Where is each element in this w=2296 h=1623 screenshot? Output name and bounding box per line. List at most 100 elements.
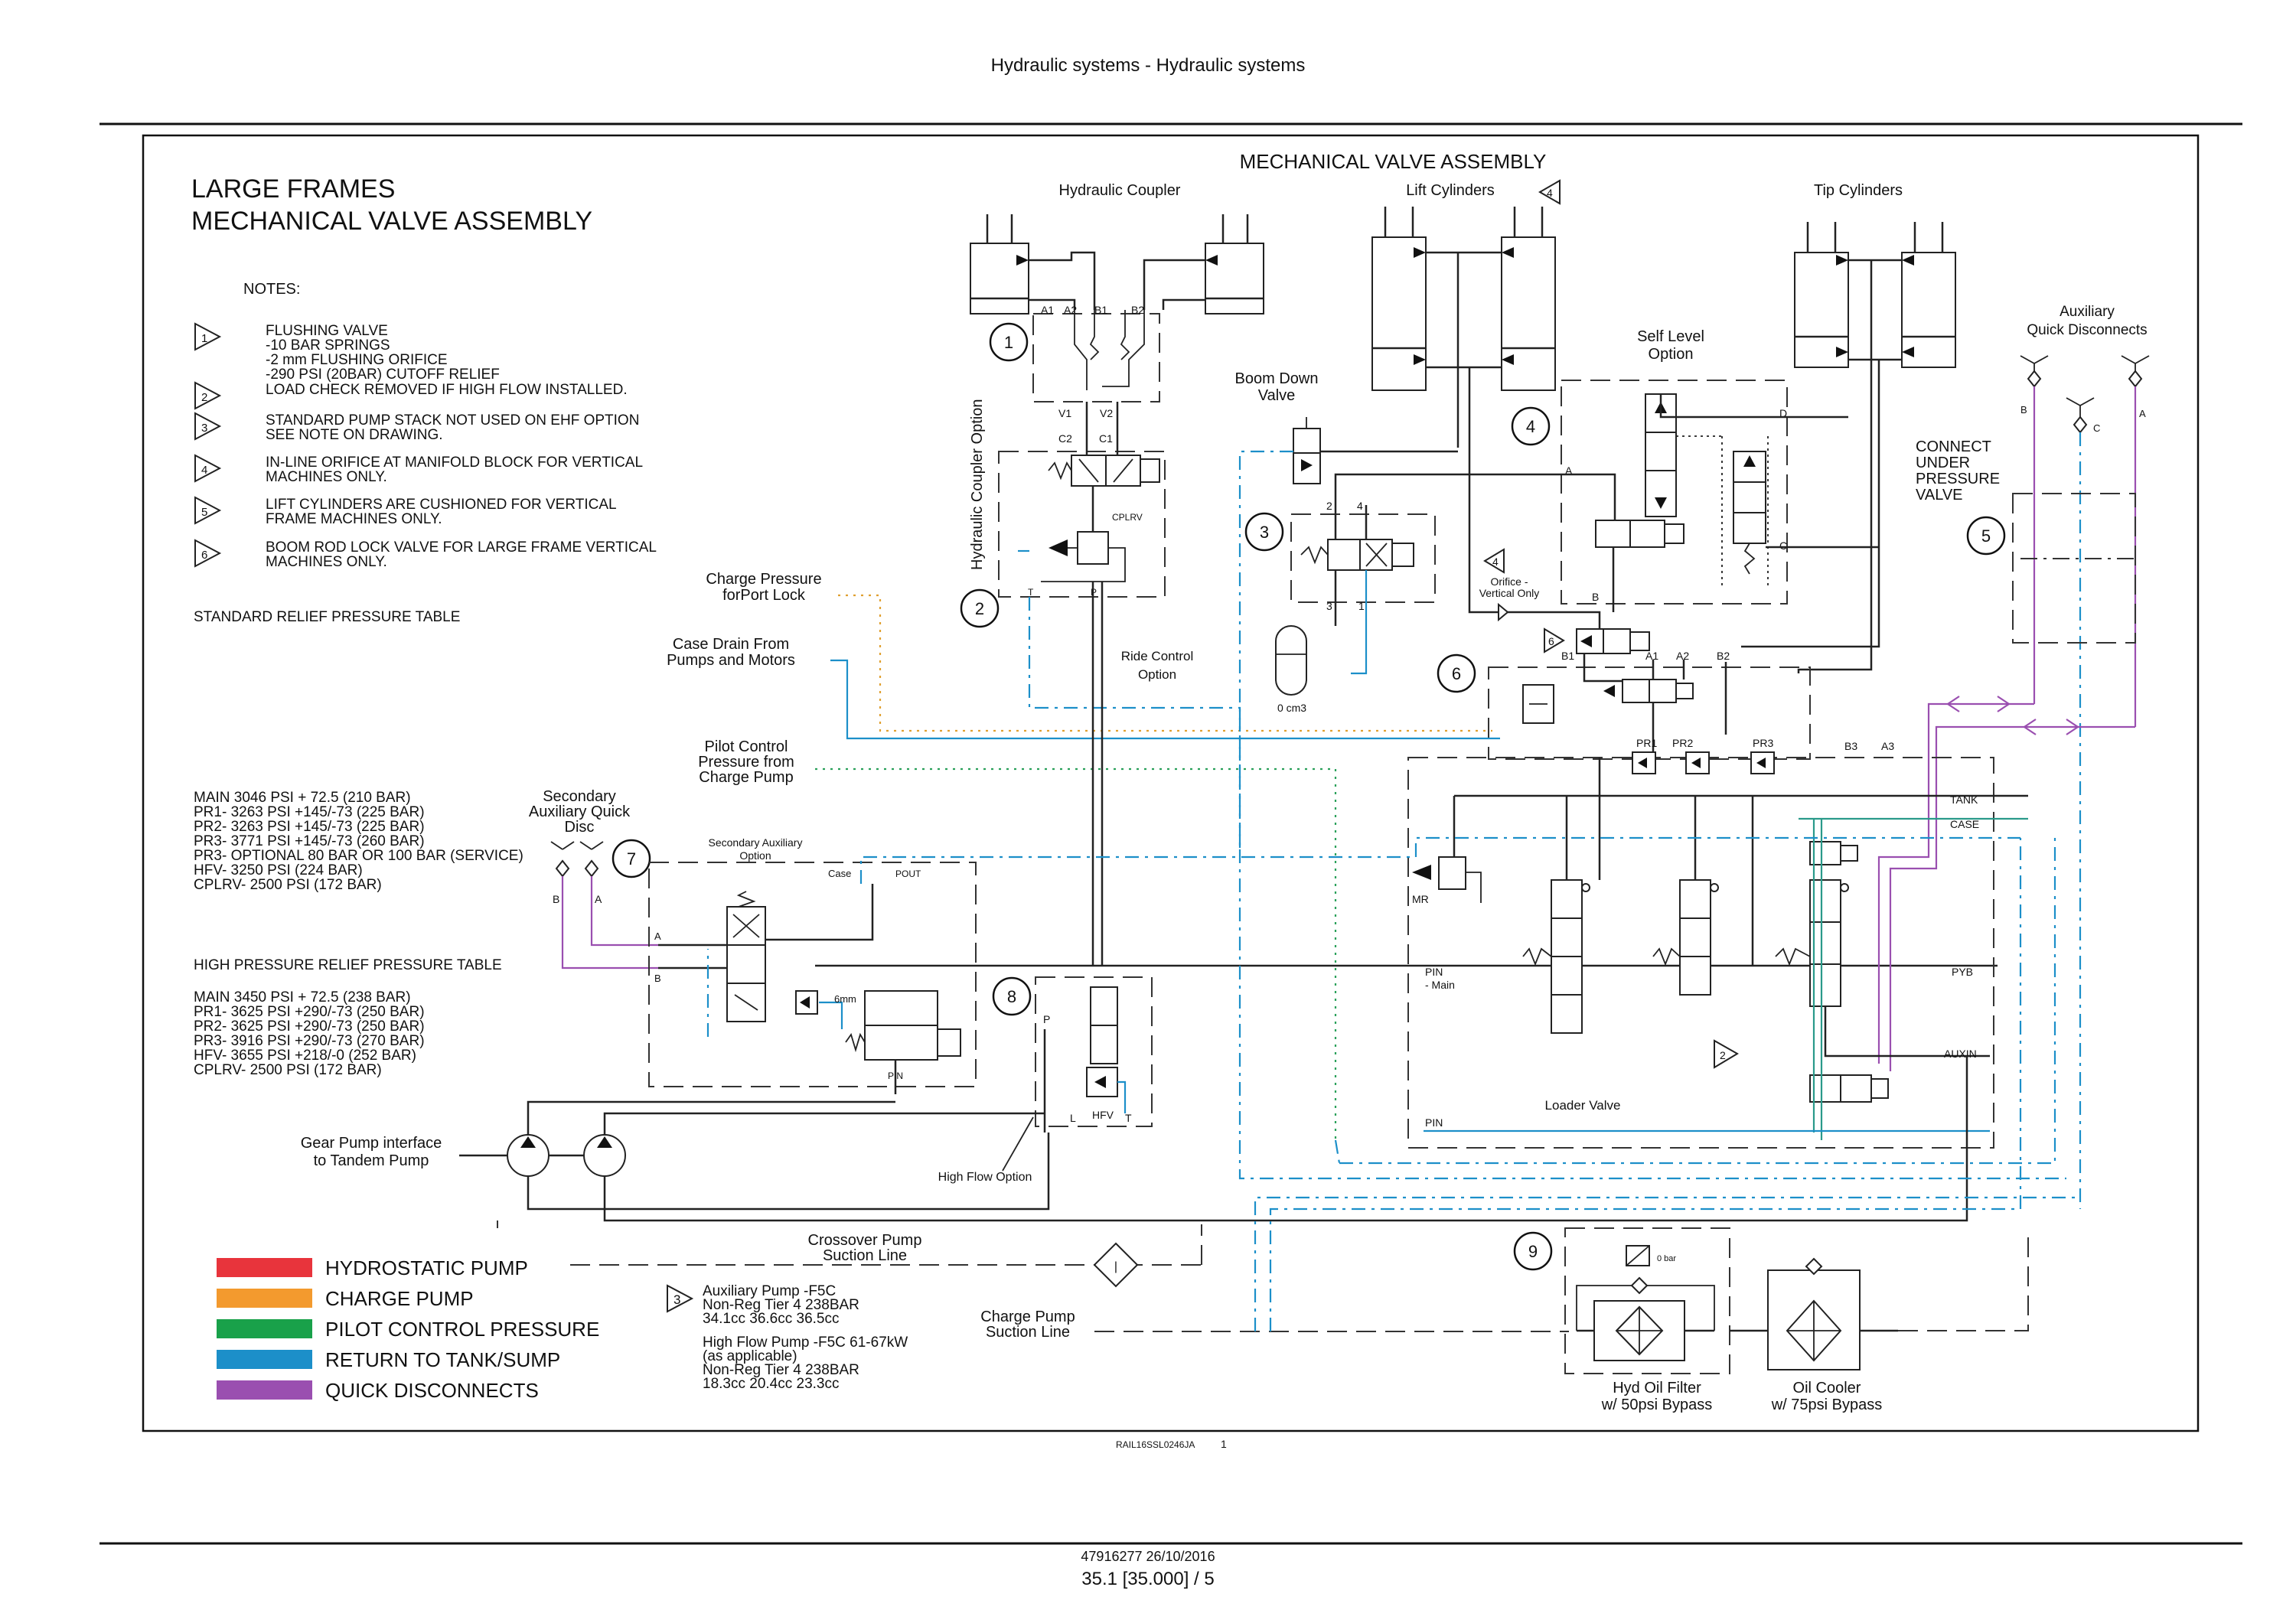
label-boom-down-2: Valve: [1258, 387, 1296, 404]
legend-swatch: [217, 1380, 312, 1400]
note-number: 5: [201, 506, 207, 519]
label-orifice-2: Vertical Only: [1479, 587, 1540, 599]
port-v1: V1: [1058, 407, 1071, 419]
label-lift-cylinders: Lift Cylinders: [1406, 182, 1495, 199]
sec-line: [765, 884, 874, 941]
label-crossover-2: Suction Line: [823, 1247, 907, 1264]
coupler-solenoid-valve: [1048, 455, 1160, 487]
boom-down-valve: [1238, 417, 1458, 849]
note-line: -10 BAR SPRINGS: [266, 337, 390, 354]
pump-line: [603, 1056, 1968, 1222]
callout-9-number: 9: [1528, 1242, 1538, 1261]
label-secondary-qd-2: Auxiliary Quick: [529, 803, 631, 820]
secondary-aux-block: [648, 862, 977, 1087]
legend-label: CHARGE PUMP: [325, 1287, 474, 1310]
main-title-line2: MECHANICAL VALVE ASSEMBLY: [191, 207, 592, 236]
coupler-relief-valve: [1041, 531, 1126, 582]
note-2-triangle-marker: [1714, 1039, 1739, 1069]
label-hyd-filter-2: w/ 50psi Bypass: [1601, 1396, 1713, 1413]
high-flow-valve: [1086, 986, 1118, 1097]
port-l: L: [1070, 1112, 1076, 1124]
flush-line: [1102, 310, 1145, 387]
callout-9: [1513, 1231, 1553, 1271]
port-b3: B3: [1844, 740, 1857, 752]
legend-swatch: [217, 1289, 312, 1308]
loader-spool-2: [1652, 879, 1719, 996]
note-3-triangle-marker: [667, 1284, 694, 1313]
note-4-triangle-top: [1538, 179, 1561, 205]
port-v2: V2: [1100, 407, 1113, 419]
note-triangle-marker: [194, 322, 222, 351]
note-line: LIFT CYLINDERS ARE CUSHIONED FOR VERTICA…: [266, 497, 617, 513]
port-b2: B2: [1131, 304, 1144, 316]
lock-line: [1583, 653, 1623, 683]
return-line: [1269, 838, 2022, 1331]
pump-line: [603, 1112, 1045, 1135]
note-6-triangle-marker: [1544, 627, 1565, 653]
aux-pump-line: 34.1cc 36.6cc 36.5cc: [703, 1311, 840, 1327]
port-c2: C2: [1058, 432, 1072, 445]
high-flow-block: [1035, 976, 1153, 1127]
note-triangle-marker: [194, 454, 222, 483]
high-flow-pump-line: (as applicable): [703, 1348, 797, 1364]
tip-cylinder-left: [1794, 222, 1849, 368]
port-t-hf: T: [1125, 1112, 1132, 1124]
return-line: [1028, 597, 1241, 849]
tip-line: [1797, 260, 1873, 673]
secondary-quick-disconnect-a[interactable]: [579, 841, 658, 947]
coupler-option-valve-block: [998, 451, 1166, 598]
filter-cooler-block: [1564, 1227, 1730, 1374]
note-triangle-marker: [194, 539, 222, 568]
label-connect-under-3: PRESSURE: [1916, 471, 2000, 487]
tri-mark-4-orifice: 4: [1492, 556, 1499, 568]
secondary-quick-disconnect-b[interactable]: [550, 841, 658, 970]
standard-relief-table: MAIN 3046 PSI + 72.5 (210 BAR)PR1- 3263 …: [194, 790, 523, 893]
port-c1: C1: [1099, 432, 1113, 445]
callout-7-number: 7: [627, 849, 636, 869]
oil-cooler: [1730, 1257, 1898, 1370]
tandem-gear-pump: [459, 1134, 626, 1177]
port-a2-lock: A2: [1676, 650, 1689, 662]
coupler-line: [1029, 251, 1096, 310]
label-loader-valve: Loader Valve: [1545, 1098, 1621, 1113]
port-b1-lock: B1: [1561, 650, 1574, 662]
callout-6: [1437, 653, 1476, 693]
coupler-line: [1162, 298, 1205, 310]
aux-pump-line: Auxiliary Pump -F5C: [703, 1283, 836, 1299]
note-triangle-marker: [194, 496, 222, 525]
label-gear-pump-1: Gear Pump interface: [301, 1135, 442, 1152]
port-b2-lock: B2: [1717, 650, 1730, 662]
note-line: FLUSHING VALVE: [266, 323, 388, 339]
port-pyb: PYB: [1952, 966, 1973, 978]
hyd-oil-filter: [1576, 1245, 1715, 1361]
port-cplrv: CPLRV: [1112, 512, 1143, 523]
label-self-level-2: Option: [1649, 346, 1694, 363]
callout-7: [612, 839, 651, 878]
port-tank: TANK: [1950, 794, 1978, 806]
legend-label: PILOT CONTROL PRESSURE: [325, 1318, 599, 1341]
standard-table-row: HFV- 3250 PSI (224 BAR): [194, 862, 363, 878]
footer-doc-id: 47916277 26/10/2016: [1081, 1549, 1215, 1564]
return-line: [1898, 1232, 2029, 1331]
port-pr2: PR2: [1672, 737, 1693, 749]
note-line: FRAME MACHINES ONLY.: [266, 511, 442, 527]
port-d: D: [1779, 407, 1787, 419]
high-table-row: PR2- 3625 PSI +290/-73 (250 BAR): [194, 1018, 425, 1035]
port-a1: A1: [1041, 304, 1054, 316]
loader-line: [1443, 796, 1456, 866]
aux-quick-disconnect-b[interactable]: [2020, 355, 2049, 704]
aux-quick-disconnect-c[interactable]: [2066, 397, 2095, 1209]
label-oil-cooler-2: w/ 75psi Bypass: [1771, 1396, 1883, 1413]
callout-5: [1966, 516, 2006, 556]
standard-table-row: MAIN 3046 PSI + 72.5 (210 BAR): [194, 790, 411, 806]
label-hyd-filter-1: Hyd Oil Filter: [1613, 1380, 1701, 1396]
note-line: BOOM ROD LOCK VALVE FOR LARGE FRAME VERT…: [266, 539, 657, 556]
return-line: [1238, 849, 2066, 1180]
flush-line: [1120, 310, 1130, 360]
note-line: MACHINES ONLY.: [266, 469, 387, 485]
high-table-heading: HIGH PRESSURE RELIEF PRESSURE TABLE: [194, 957, 502, 973]
case-drain-line: [830, 659, 1500, 740]
connect-under-pressure-valve: [2012, 493, 2136, 644]
